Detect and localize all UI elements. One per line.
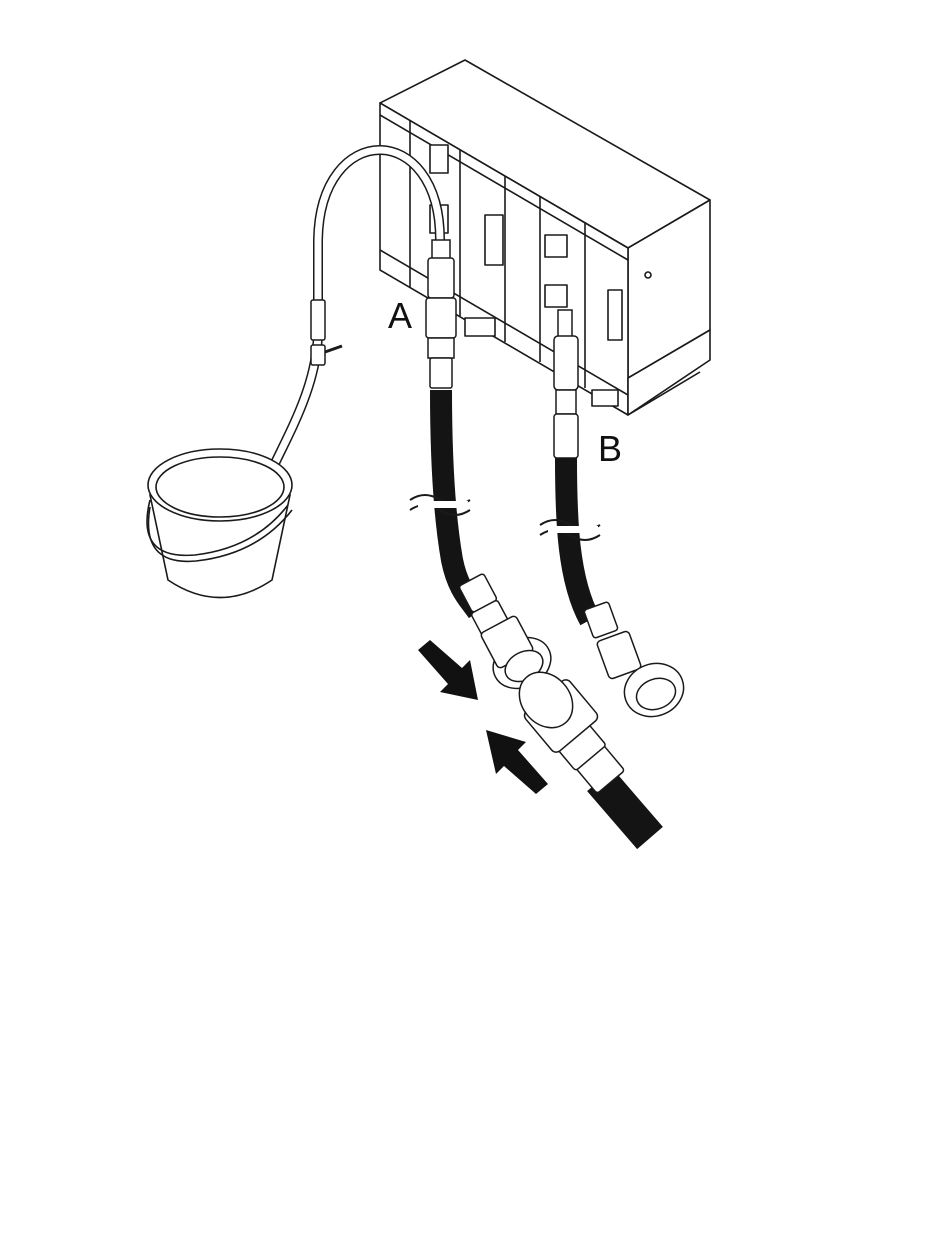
connect-arrow bbox=[486, 730, 548, 794]
callout-b: B bbox=[598, 428, 622, 469]
callout-a: A bbox=[388, 295, 412, 336]
drain-valve bbox=[311, 300, 342, 365]
disconnect-arrow bbox=[418, 640, 478, 700]
bucket bbox=[147, 449, 292, 598]
